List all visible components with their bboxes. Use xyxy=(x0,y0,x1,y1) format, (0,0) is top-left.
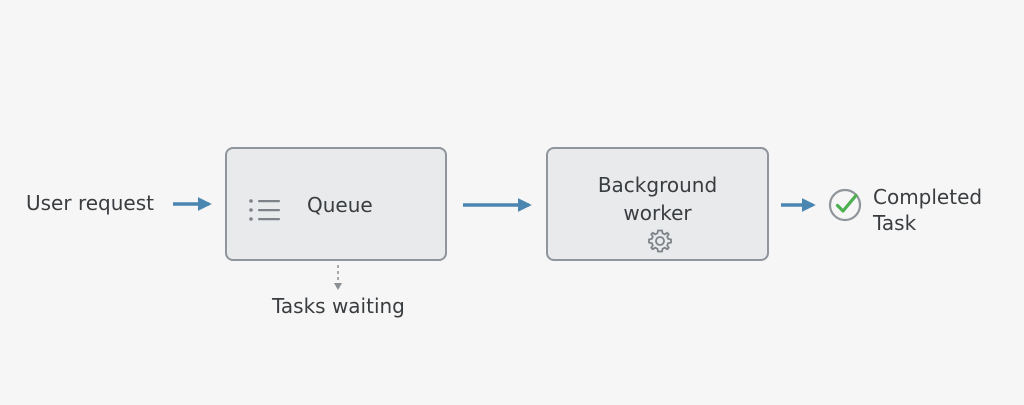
dashed-connector-arrowhead xyxy=(334,283,342,290)
worker-label-line1: Background xyxy=(597,173,718,197)
gear-icon xyxy=(648,229,672,253)
background-worker-node: Background worker xyxy=(546,147,769,261)
completed-label-line1: Completed xyxy=(873,185,983,209)
queue-label: Queue xyxy=(307,193,373,217)
list-icon xyxy=(249,199,280,221)
check-circle-icon xyxy=(828,188,862,222)
worker-label: Background worker xyxy=(548,171,767,227)
completed-label-line2: Task xyxy=(873,211,917,235)
user-request-label: User request xyxy=(26,191,154,215)
worker-label-line2: worker xyxy=(623,201,692,225)
queue-node: Queue xyxy=(225,147,447,261)
tasks-waiting-label: Tasks waiting xyxy=(272,294,405,318)
completed-task-label: Completed Task xyxy=(873,184,1003,236)
